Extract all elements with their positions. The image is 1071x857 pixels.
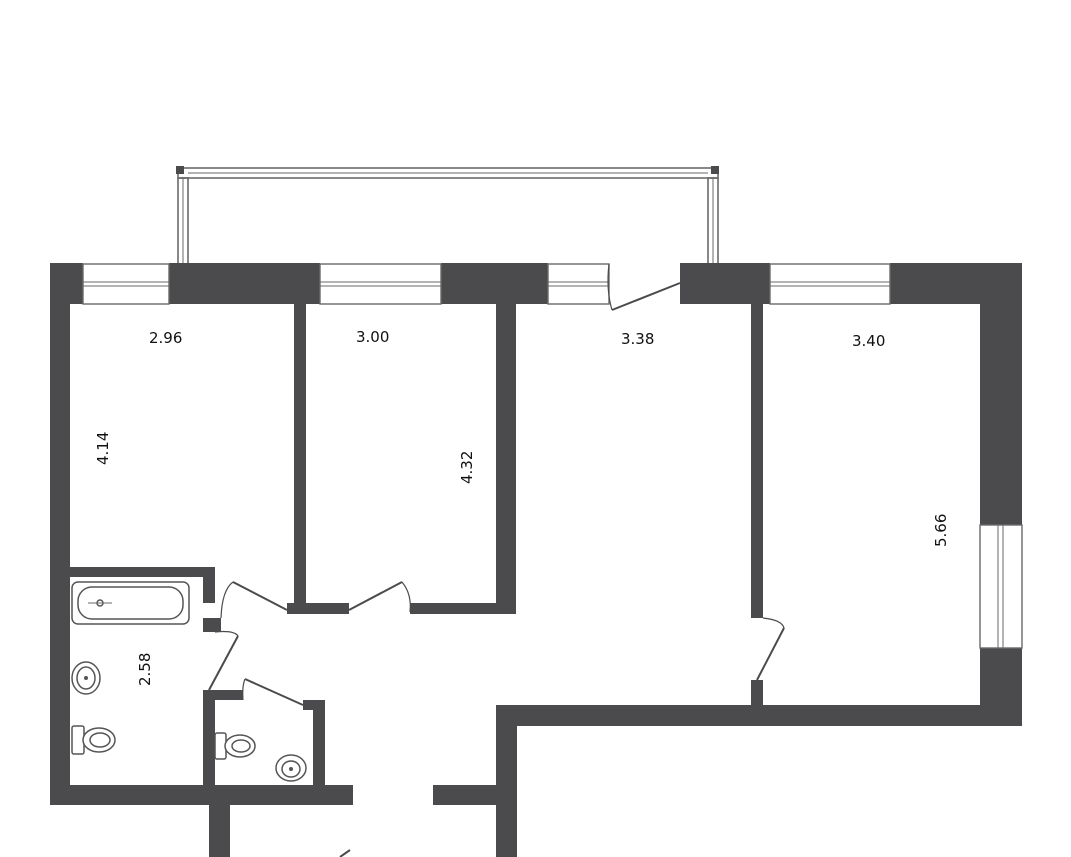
sink-icon-2	[275, 754, 307, 782]
window-5	[979, 524, 1023, 649]
toilet-door	[242, 678, 304, 706]
windows	[82, 263, 1023, 649]
bathtub-icon	[71, 581, 190, 625]
room4-door	[756, 617, 785, 681]
window-4	[769, 263, 891, 305]
window-1	[82, 263, 170, 305]
dimension-labels: 2.96 3.00 3.38 3.40 4.14 4.32 5.66 2.58	[94, 328, 950, 686]
room2-door	[348, 581, 411, 613]
room2-width-label: 3.00	[356, 328, 389, 346]
toilet-icon	[71, 725, 116, 755]
bathroom-door	[208, 630, 239, 691]
room2-length-label: 4.32	[458, 451, 476, 484]
window-3	[547, 263, 610, 305]
bathroom-length-label: 2.58	[136, 653, 154, 686]
doors	[208, 263, 785, 857]
balcony-door	[607, 263, 681, 311]
sink-icon	[71, 661, 101, 695]
toilet-icon-2	[214, 732, 256, 760]
room4-length-label: 5.66	[932, 514, 950, 547]
room1-width-label: 2.96	[149, 329, 182, 347]
walls	[50, 263, 1022, 857]
room3-width-label: 3.38	[621, 330, 654, 348]
fixtures	[71, 581, 307, 782]
balcony	[176, 166, 719, 265]
room1-door	[220, 581, 288, 619]
room4-width-label: 3.40	[852, 332, 885, 350]
entrance-door	[339, 849, 351, 857]
window-2	[319, 263, 442, 305]
room1-length-label: 4.14	[94, 432, 112, 465]
